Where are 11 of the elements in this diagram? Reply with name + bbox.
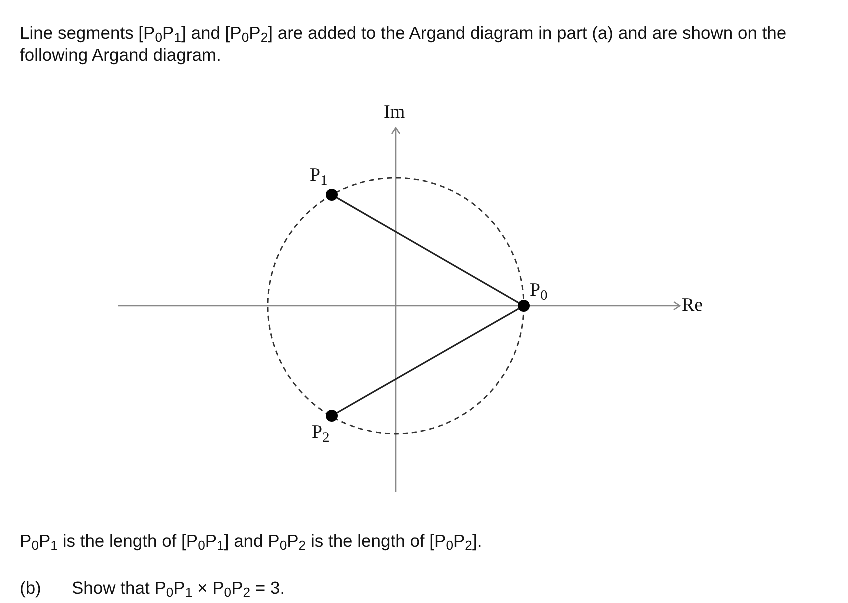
question-text: Show that P$_{0}$P$_{1}$ × P$_{0}$P$_{2}$ = 3.: [72, 577, 286, 599]
axis-label: Im: [384, 102, 406, 124]
line-segment: [336, 308, 520, 414]
definition-text: P$_{0}$P$_{1}$ is the length of [P$_{0}$P$_{1}$] and P$_{0}$P$_{2}$ is the length of [P$_{0}$P$_{2}$].: [20, 530, 482, 552]
axis-label: Re: [682, 295, 704, 317]
point-label: P$_{0}$: [530, 280, 548, 302]
line-segment: [336, 197, 520, 304]
question-text: Line segments [P$_{0}$P$_{1}$] and [P$_{0}$P$_{2}$] are added to the Argand diagram in part (a) and are shown on the following Argand diagram.: [20, 22, 788, 66]
part-label: (b): [20, 577, 42, 599]
point-label: P$_{2}$: [312, 422, 330, 444]
point-label: P$_{1}$: [310, 165, 328, 187]
